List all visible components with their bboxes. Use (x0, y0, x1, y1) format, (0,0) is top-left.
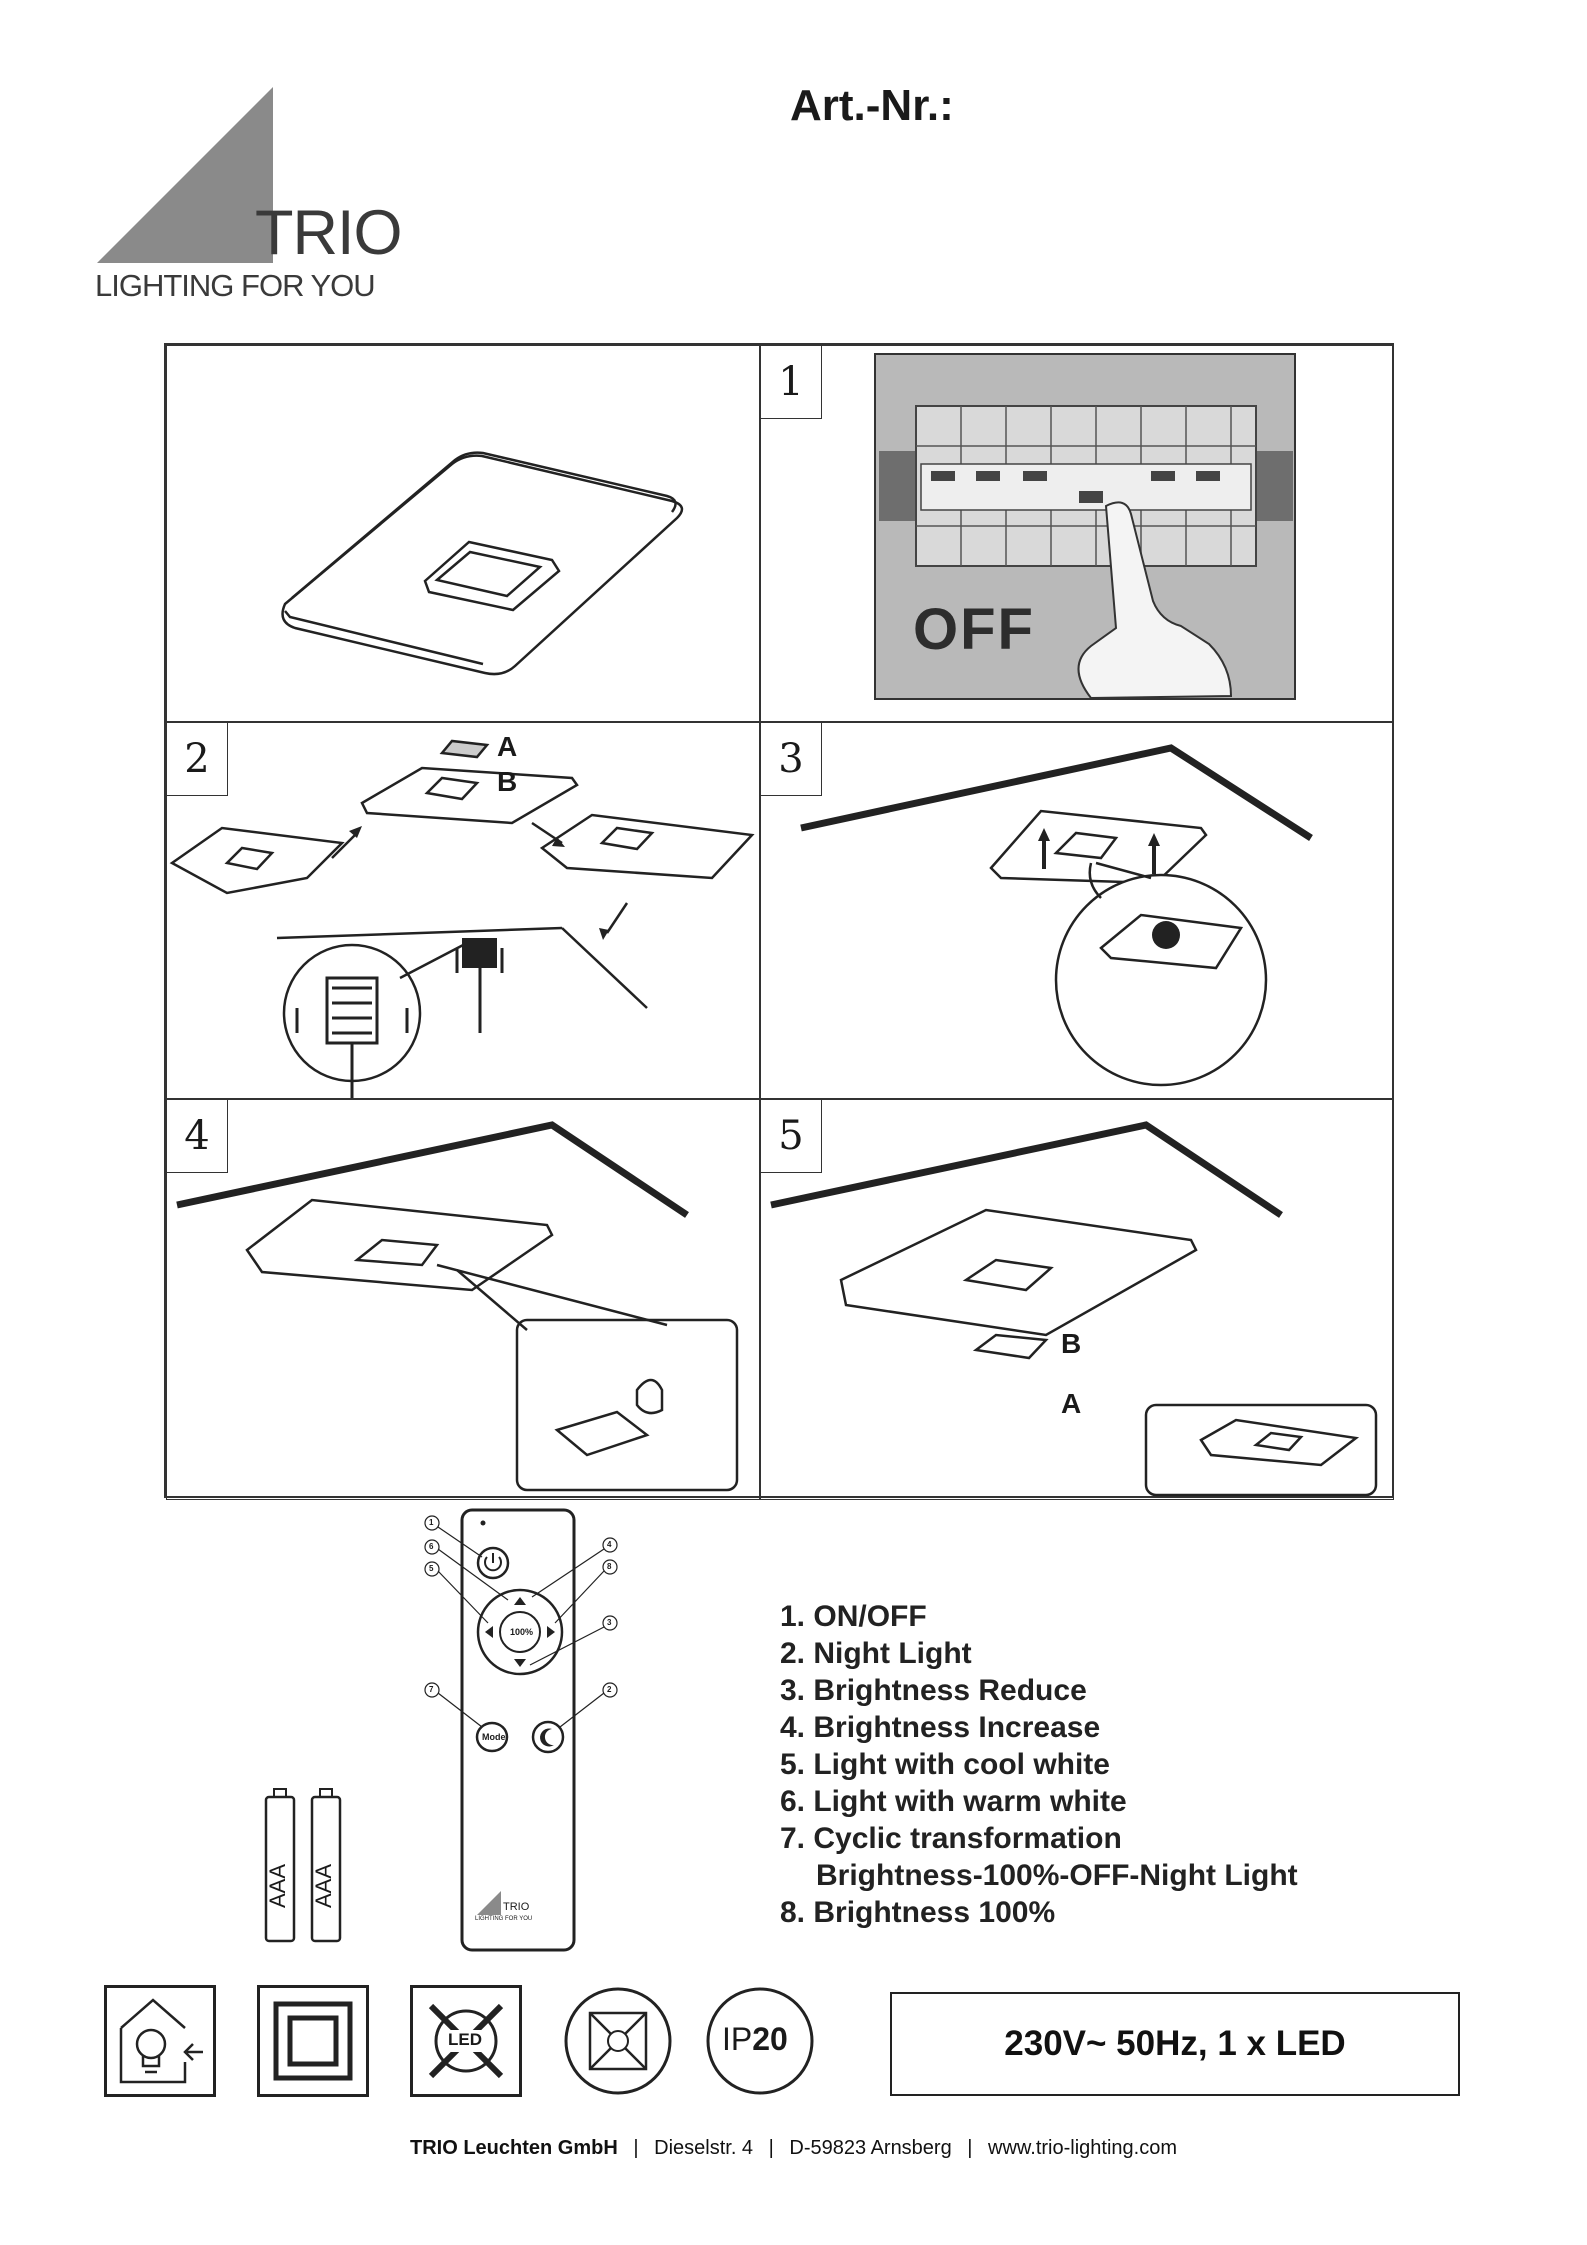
callout-2: 2 (607, 1685, 612, 1694)
step-2-label-b: B (497, 766, 518, 797)
step-5-cover-illustration (770, 1121, 1378, 1497)
function-item-continuation: Brightness-100%-OFF-Night Light (816, 1859, 1298, 1892)
step-3-panel: 3 (760, 722, 1394, 1099)
trio-logo: TRIO LIGHTING FOR YOU (95, 85, 415, 310)
step-4-number: 4 (167, 1100, 228, 1173)
callout-5: 5 (429, 1564, 434, 1573)
article-number-label: Art.-Nr.: (790, 81, 954, 130)
ceiling-lamp-illustration (281, 451, 684, 676)
logo-tagline: LIGHTING FOR YOU (95, 268, 376, 303)
callout-4: 4 (607, 1540, 612, 1549)
function-item: 2. Night Light (780, 1637, 972, 1670)
ip20-icon: IP20 (704, 1985, 816, 2097)
step-2-disassembly-illustration (169, 739, 755, 1098)
function-item: 6. Light with warm white (780, 1785, 1127, 1818)
battery-1-label: AAA (265, 1863, 291, 1909)
footer-address: Dieselstr. 4 (654, 2137, 754, 2159)
step-1-number: 1 (761, 346, 822, 419)
electrical-spec-box: 230V~ 50Hz, 1 x LED (890, 1992, 1460, 2096)
remote-brand: TRIO (503, 1901, 530, 1913)
led-label: LED (448, 2030, 482, 2049)
callout-1: 1 (429, 1518, 434, 1527)
remote-control-diagram: 100% Mode 1 6 5 7 4 8 3 2 TRIO LIGHTING … (420, 1505, 880, 1965)
step-3-mounting-illustration (800, 744, 1313, 1087)
remote-control-illustration (424, 1508, 618, 1952)
footer-company: TRIO Leuchten GmbH (410, 2137, 618, 2159)
safety-symbols-row: LED IP20 (104, 1985, 844, 2097)
step-5-number: 5 (761, 1100, 822, 1173)
off-label: OFF (913, 597, 1035, 662)
step-1-panel: 1 OFF (760, 345, 1394, 722)
step-5-label-b: B (1061, 1328, 1082, 1359)
ip-value: 20 (752, 2021, 788, 2057)
protection-class-ii-icon (257, 1985, 369, 2097)
remote-function-list: 1. ON/OFF 2. Night Light 3. Brightness R… (780, 1598, 1298, 1931)
callout-8: 8 (607, 1562, 612, 1571)
logo-brand: TRIO (255, 198, 402, 268)
led-not-replaceable-icon: LED (410, 1985, 522, 2097)
footer-separator: | (768, 2137, 774, 2159)
step-2-panel: 2 (166, 722, 760, 1099)
step-2-label-a: A (497, 731, 518, 762)
not-covered-icon (562, 1985, 674, 2097)
remote-mode-label: Mode (482, 1732, 506, 1742)
indoor-use-icon (104, 1985, 216, 2097)
product-overview-panel (166, 345, 760, 722)
function-item: 5. Light with cool white (780, 1748, 1110, 1781)
installation-steps-grid: 1 OFF 2 (164, 343, 1394, 1500)
step-3-number: 3 (761, 723, 822, 796)
ip-label: IP (722, 2021, 753, 2057)
footer-separator: | (633, 2137, 639, 2159)
electrical-spec: 230V~ 50Hz, 1 x LED (1004, 2024, 1346, 2063)
battery-2-label: AAA (311, 1863, 337, 1909)
logo-triangle-icon (97, 87, 273, 263)
step-5-panel: 5 A B (760, 1099, 1394, 1500)
step-2-number: 2 (167, 723, 228, 796)
step-5-label-a: A (1061, 1388, 1082, 1419)
remote-tagline: LIGHTING FOR YOU (475, 1916, 533, 1922)
circuit-breaker-illustration (874, 353, 1296, 700)
footer-website[interactable]: www.trio-lighting.com (988, 2137, 1177, 2159)
footer-separator: | (967, 2137, 973, 2159)
step-4-wiring-illustration (176, 1121, 739, 1492)
aaa-batteries: AAA AAA (262, 1785, 362, 1945)
battery-icon (264, 1788, 342, 1943)
function-item: 8. Brightness 100% (780, 1896, 1056, 1929)
footer: TRIO Leuchten GmbH | Dieselstr. 4 | D-59… (0, 2137, 1587, 2160)
footer-city: D-59823 Arnsberg (789, 2137, 952, 2159)
function-item: 7. Cyclic transformation (780, 1822, 1122, 1855)
callout-3: 3 (607, 1618, 612, 1627)
remote-100-percent-label: 100% (510, 1627, 534, 1637)
ip-rating: IP20 (722, 2023, 788, 2055)
callout-6: 6 (429, 1542, 434, 1551)
function-item: 1. ON/OFF (780, 1600, 927, 1633)
callout-7: 7 (429, 1685, 434, 1694)
function-item: 4. Brightness Increase (780, 1711, 1101, 1744)
step-4-panel: 4 (166, 1099, 760, 1500)
function-item: 3. Brightness Reduce (780, 1674, 1087, 1707)
